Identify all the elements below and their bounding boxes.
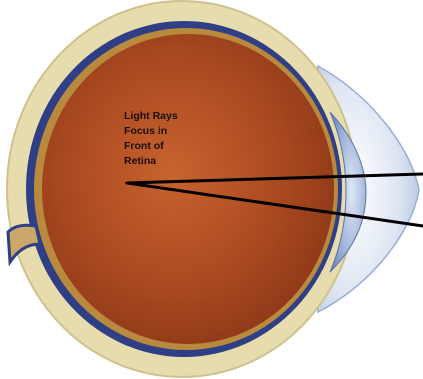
annotation-line-4: Retina (124, 155, 156, 167)
annotation-line-1: Light Rays (124, 110, 178, 122)
annotation-line-3: Front of (124, 140, 164, 152)
vitreous-body (42, 34, 334, 344)
annotation-line-2: Focus in (124, 125, 167, 137)
